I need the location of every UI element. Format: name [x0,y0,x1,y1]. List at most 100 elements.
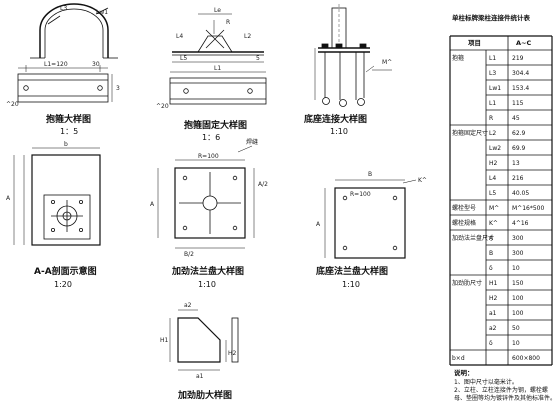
table-value-cell: 150 [512,280,524,287]
table-name-cell: L2 [489,130,496,137]
table-name-cell: A [489,235,494,242]
caption-clamp-fix: 抱箍固定大样图 [184,119,247,131]
table-value-cell: M^16*500 [512,205,544,212]
clamp-detail [17,3,118,103]
notes-title: 说明： [454,368,474,377]
caption-rib: 加劲肋大样图 [177,389,232,401]
dim-a2: A/2 [258,181,268,188]
caption-clamp: 抱箍大样图 [46,113,91,125]
table-name-cell: a1 [489,310,497,317]
dim-k: K^ [418,177,427,184]
dim-a-left: A [6,195,11,202]
table-value-cell: 10 [512,340,520,347]
table-value-cell: 300 [512,235,524,242]
dim-l1-120: L1=120 [44,61,68,68]
dim-b2: B/2 [184,251,194,258]
clamp-fix-detail [169,13,267,105]
dim-5: 5 [256,55,260,62]
table-group-cell: 螺栓型号 [452,204,476,212]
caption-flange: 加劲法兰盘大样图 [171,265,244,277]
table-name-cell: H2 [489,160,498,167]
caption-clamp-fix-scale: 1：6 [202,133,220,142]
table-group-cell: 加劲肋尺寸 [452,279,482,287]
table-name-cell: L1 [489,55,496,62]
table-group-cell: 加劲法兰盘尺寸 [452,234,494,242]
table-name-cell: L5 [489,190,496,197]
table-value-cell: 50 [512,325,520,332]
stats-table [449,35,553,366]
aa-section [13,147,101,246]
table-value-cell: 153.4 [512,85,529,92]
table-name-cell: H1 [489,280,498,287]
table-value-cell: 100 [512,310,524,317]
table-name-cell: K^ [489,220,498,227]
table-value-cell: 45 [512,115,520,122]
caption-aa-scale: 1:20 [54,280,72,289]
dim-a-flange: A [150,201,155,208]
table-value-cell: 216 [512,175,524,182]
dim-a2-rib: a2 [184,302,192,309]
base-flange-detail [324,179,417,259]
caption-base-bolt: 底座连接大样图 [304,113,367,125]
caption-base-flange: 底座法兰盘大样图 [316,265,388,277]
table-value-cell: 219 [512,55,524,62]
table-name-cell: L3 [489,70,496,77]
dim-l3: L3 [60,5,67,12]
dim-lw1: Lw1 [96,9,108,16]
note-3: 母、垫圈等均为镀锌件及其他标准件。 [454,394,556,402]
table-name-cell: R [489,115,493,122]
table-name-cell: δ [489,340,493,347]
note-2: 2、立柱、立柱连接件为钢，螺栓螺 [454,386,548,394]
table-name-cell: a2 [489,325,497,332]
table-header-type: A~C [516,39,531,47]
table-name-cell: B [489,250,493,257]
table-name-cell: M^ [489,205,499,212]
dim-weld: 焊缝 [246,138,258,146]
caption-flange-scale: 1:10 [198,280,216,289]
table-value-cell: 62.9 [512,130,526,137]
table-value-cell: 304.4 [512,70,529,77]
table-group-cell: b×d [452,355,465,362]
dim-l5: L5 [180,55,187,62]
table-value-cell: 4^16 [512,220,529,227]
dim-l1: L1 [214,65,221,72]
table-value-cell: 300 [512,250,524,257]
table-value-cell: 100 [512,295,524,302]
dim-b: b [64,141,68,148]
table-group-cell: 螺栓规格 [452,219,476,227]
dim-20a: ^20 [6,101,19,108]
dim-a1-rib: a1 [196,373,204,380]
dim-30: 30 [92,61,100,68]
table-header-item: 项目 [468,38,481,47]
dim-h1: H1 [160,337,169,344]
table-name-cell: Lw2 [489,145,501,152]
caption-base-flange-scale: 1:10 [342,280,360,289]
caption-clamp-scale: 1：5 [60,127,78,136]
table-name-cell: δ [489,265,493,272]
table-group-cell: 抱箍固定尺寸 [452,129,488,137]
note-1: 1、图中尺寸以毫米计。 [454,378,518,386]
table-name-cell: H2 [489,295,498,302]
dim-le: Le [214,7,221,14]
table-name-cell: L4 [489,175,496,182]
dim-r: R [226,19,230,26]
dim-a-base: A [316,221,321,228]
dim-m: M^ [382,59,392,66]
rib-detail [169,309,239,371]
table-value-cell: 13 [512,160,520,167]
flange-plate-detail [157,145,255,249]
table-value-cell: 69.9 [512,145,526,152]
table-name-cell: Lw1 [489,85,501,92]
base-bolt-detail [314,4,392,107]
table-name-cell: L1 [489,100,496,107]
table-group-cell: 抱箍 [452,54,464,62]
dim-h2: H2 [228,350,237,357]
dim-20b: ^20 [156,103,169,110]
table-value-cell: 115 [512,100,524,107]
dim-r100: R=100 [198,153,219,160]
dim-r100b: R=100 [350,191,371,198]
caption-base-bolt-scale: 1:10 [330,127,348,136]
